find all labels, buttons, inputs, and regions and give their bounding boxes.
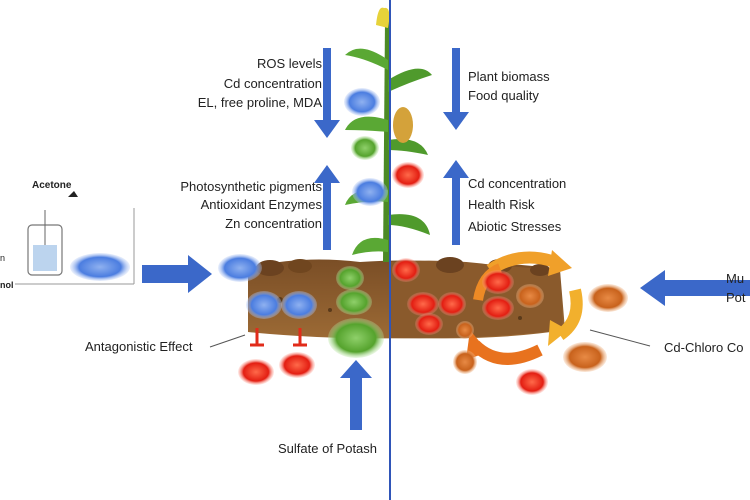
effect-zn-concentration: Zn concentration <box>225 216 322 231</box>
ion-nodes <box>70 88 628 395</box>
right-edge-fragment-2: Pot <box>726 290 746 305</box>
cd-chloro-complex-label: Cd-Chloro Co <box>664 340 744 355</box>
antagonistic-inhibitors <box>250 328 307 347</box>
effect-cd-concentration-right: Cd concentration <box>468 176 567 191</box>
arrow-up-right-mid <box>443 160 469 245</box>
effect-antioxidant-enzymes: Antioxidant Enzymes <box>200 197 322 212</box>
left-edge-fragment-1: n <box>0 253 6 263</box>
effect-arrows <box>142 48 750 430</box>
effect-ros-levels: ROS levels <box>256 56 322 71</box>
effect-cd-concentration-left: Cd concentration <box>223 76 322 91</box>
effect-health-risk: Health Risk <box>468 197 535 212</box>
maize-plant <box>345 7 432 263</box>
arrow-up-sulfate <box>340 360 372 430</box>
sulfate-of-potash-label: Sulfate of Potash <box>278 441 378 456</box>
arrow-down-right-top <box>443 48 469 130</box>
effect-plant-biomass: Plant biomass <box>468 69 550 84</box>
left-edge-fragment-2: nol <box>0 280 14 290</box>
effect-abiotic-stresses: Abiotic Stresses <box>468 219 562 234</box>
right-edge-fragment-1: Mu <box>726 271 745 286</box>
effect-el-proline-mda: EL, free proline, MDA <box>197 95 322 110</box>
effect-photosynthetic-pigments: Photosynthetic pigments <box>180 179 322 194</box>
acetone-label: Acetone <box>32 180 72 191</box>
extraction-apparatus <box>15 191 135 285</box>
arrow-left-right-input <box>640 270 750 306</box>
arrow-up-left-mid <box>314 165 340 250</box>
antagonistic-effect-label: Antagonistic Effect <box>85 339 193 354</box>
arrow-down-left-top <box>314 48 340 138</box>
arrow-right-left-input <box>142 255 212 293</box>
antagonistic-leader <box>209 334 246 348</box>
effect-food-quality: Food quality <box>468 88 539 103</box>
chloro-leader <box>589 329 651 347</box>
